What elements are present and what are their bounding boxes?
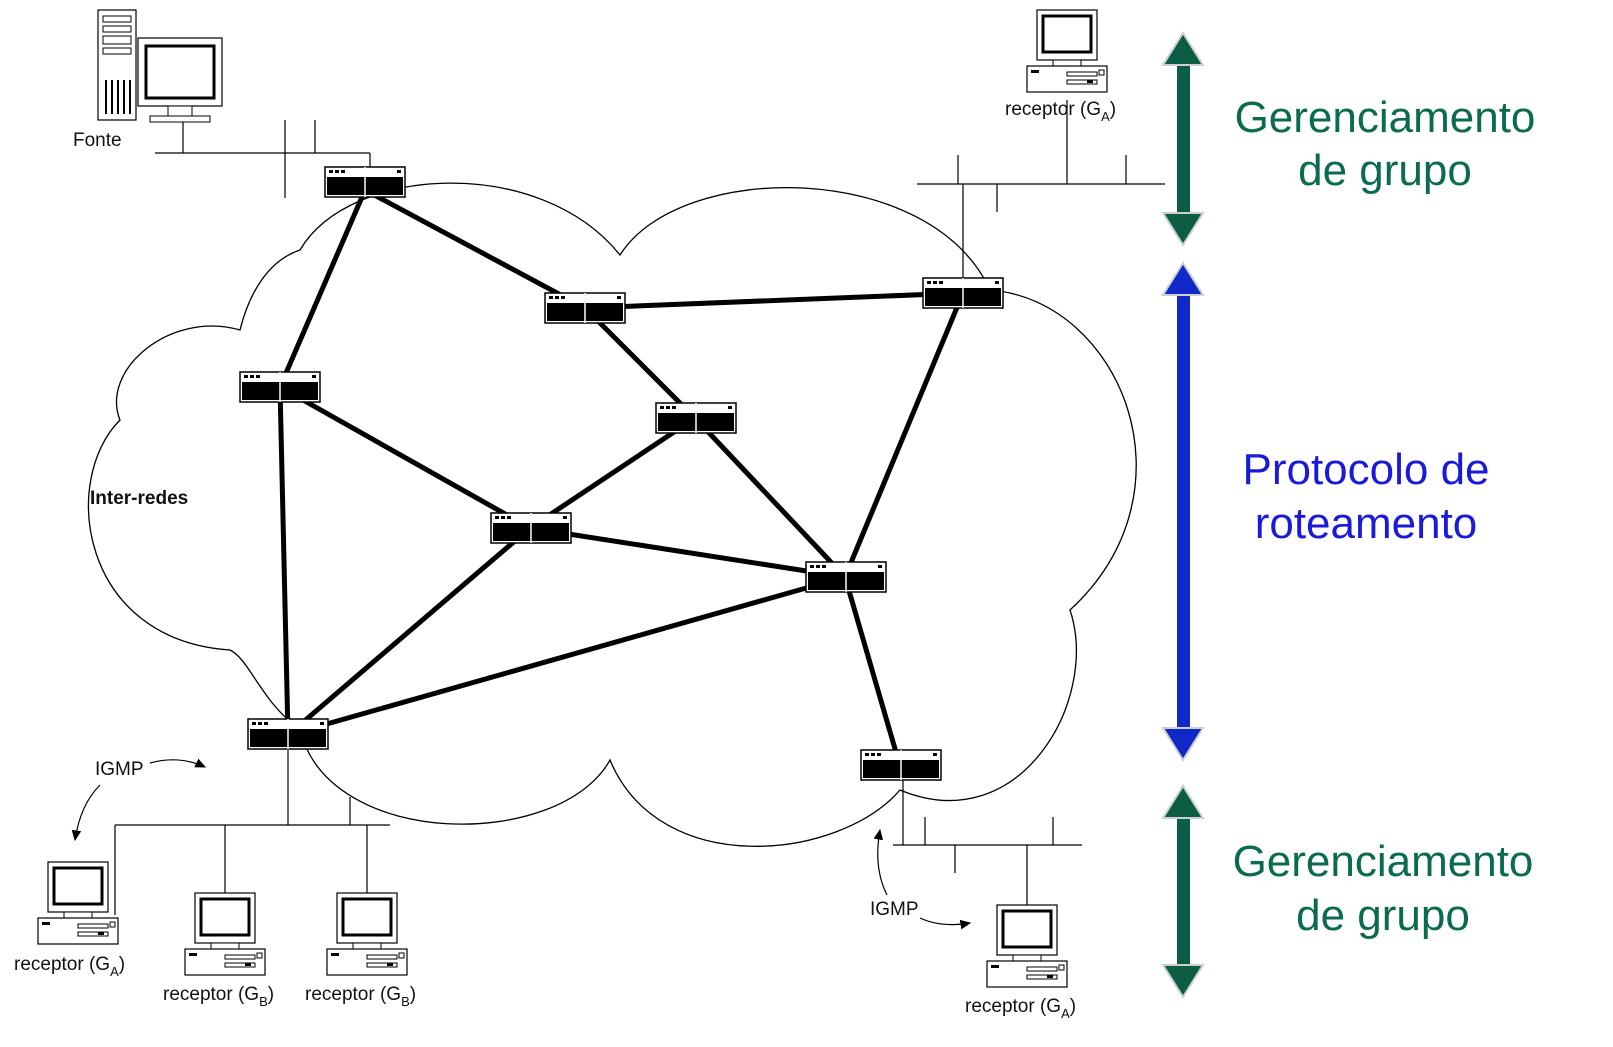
top-right-lan: [917, 100, 1165, 280]
section-middle-line1: Protocolo de: [1242, 445, 1489, 494]
receiver-label-bottom-mid2: receptor (GB): [305, 984, 416, 1009]
receiver-label-bottom-right: receptor (GA): [965, 996, 1076, 1021]
double-arrow-icon: [1161, 261, 1205, 762]
bottom-left-lan: [114, 750, 390, 915]
receiver-label-bottom-left: receptor (GA): [14, 954, 125, 979]
desktop-computer-icon: [985, 903, 1069, 989]
source-label: Fonte: [73, 130, 122, 151]
router-icon: [490, 512, 572, 544]
igmp-label-left: IGMP: [95, 759, 144, 780]
routing-links: [277, 187, 966, 767]
igmp-arrow-icon: [71, 784, 101, 842]
double-arrow-icon: [1161, 31, 1205, 247]
bottom-right-lan: [893, 780, 1082, 908]
server-tower-icon: [96, 8, 224, 124]
source-lan: [155, 120, 371, 198]
igmp-label-right: IGMP: [870, 899, 919, 920]
section-top-line2: de grupo: [1298, 146, 1472, 195]
router-icon: [324, 166, 406, 198]
igmp-arrow-icon: [919, 917, 972, 930]
desktop-computer-icon: [36, 860, 120, 946]
router-icon: [239, 371, 321, 403]
router-icon: [655, 402, 737, 434]
receiver-label-bottom-mid1: receptor (GB): [163, 984, 274, 1009]
igmp-arrow-icon: [873, 828, 888, 896]
receiver-label-top-right: receptor (GA): [1005, 99, 1116, 124]
section-bottom-line1: Gerenciamento: [1233, 837, 1534, 886]
desktop-computer-icon: [325, 891, 409, 977]
section-middle-line2: roteamento: [1255, 499, 1478, 548]
router-icon: [247, 718, 329, 750]
router-icon: [544, 292, 626, 324]
internet-label: Inter-redes: [90, 488, 188, 509]
igmp-arrow-icon: [149, 758, 207, 768]
double-arrow-icon: [1161, 784, 1205, 999]
router-icon: [860, 749, 942, 781]
router-icon: [805, 561, 887, 593]
section-bottom-line2: de grupo: [1296, 891, 1470, 940]
section-top-line1: Gerenciamento: [1235, 93, 1536, 142]
router-icon: [922, 277, 1004, 309]
desktop-computer-icon: [183, 891, 267, 977]
desktop-computer-icon: [1025, 8, 1109, 94]
